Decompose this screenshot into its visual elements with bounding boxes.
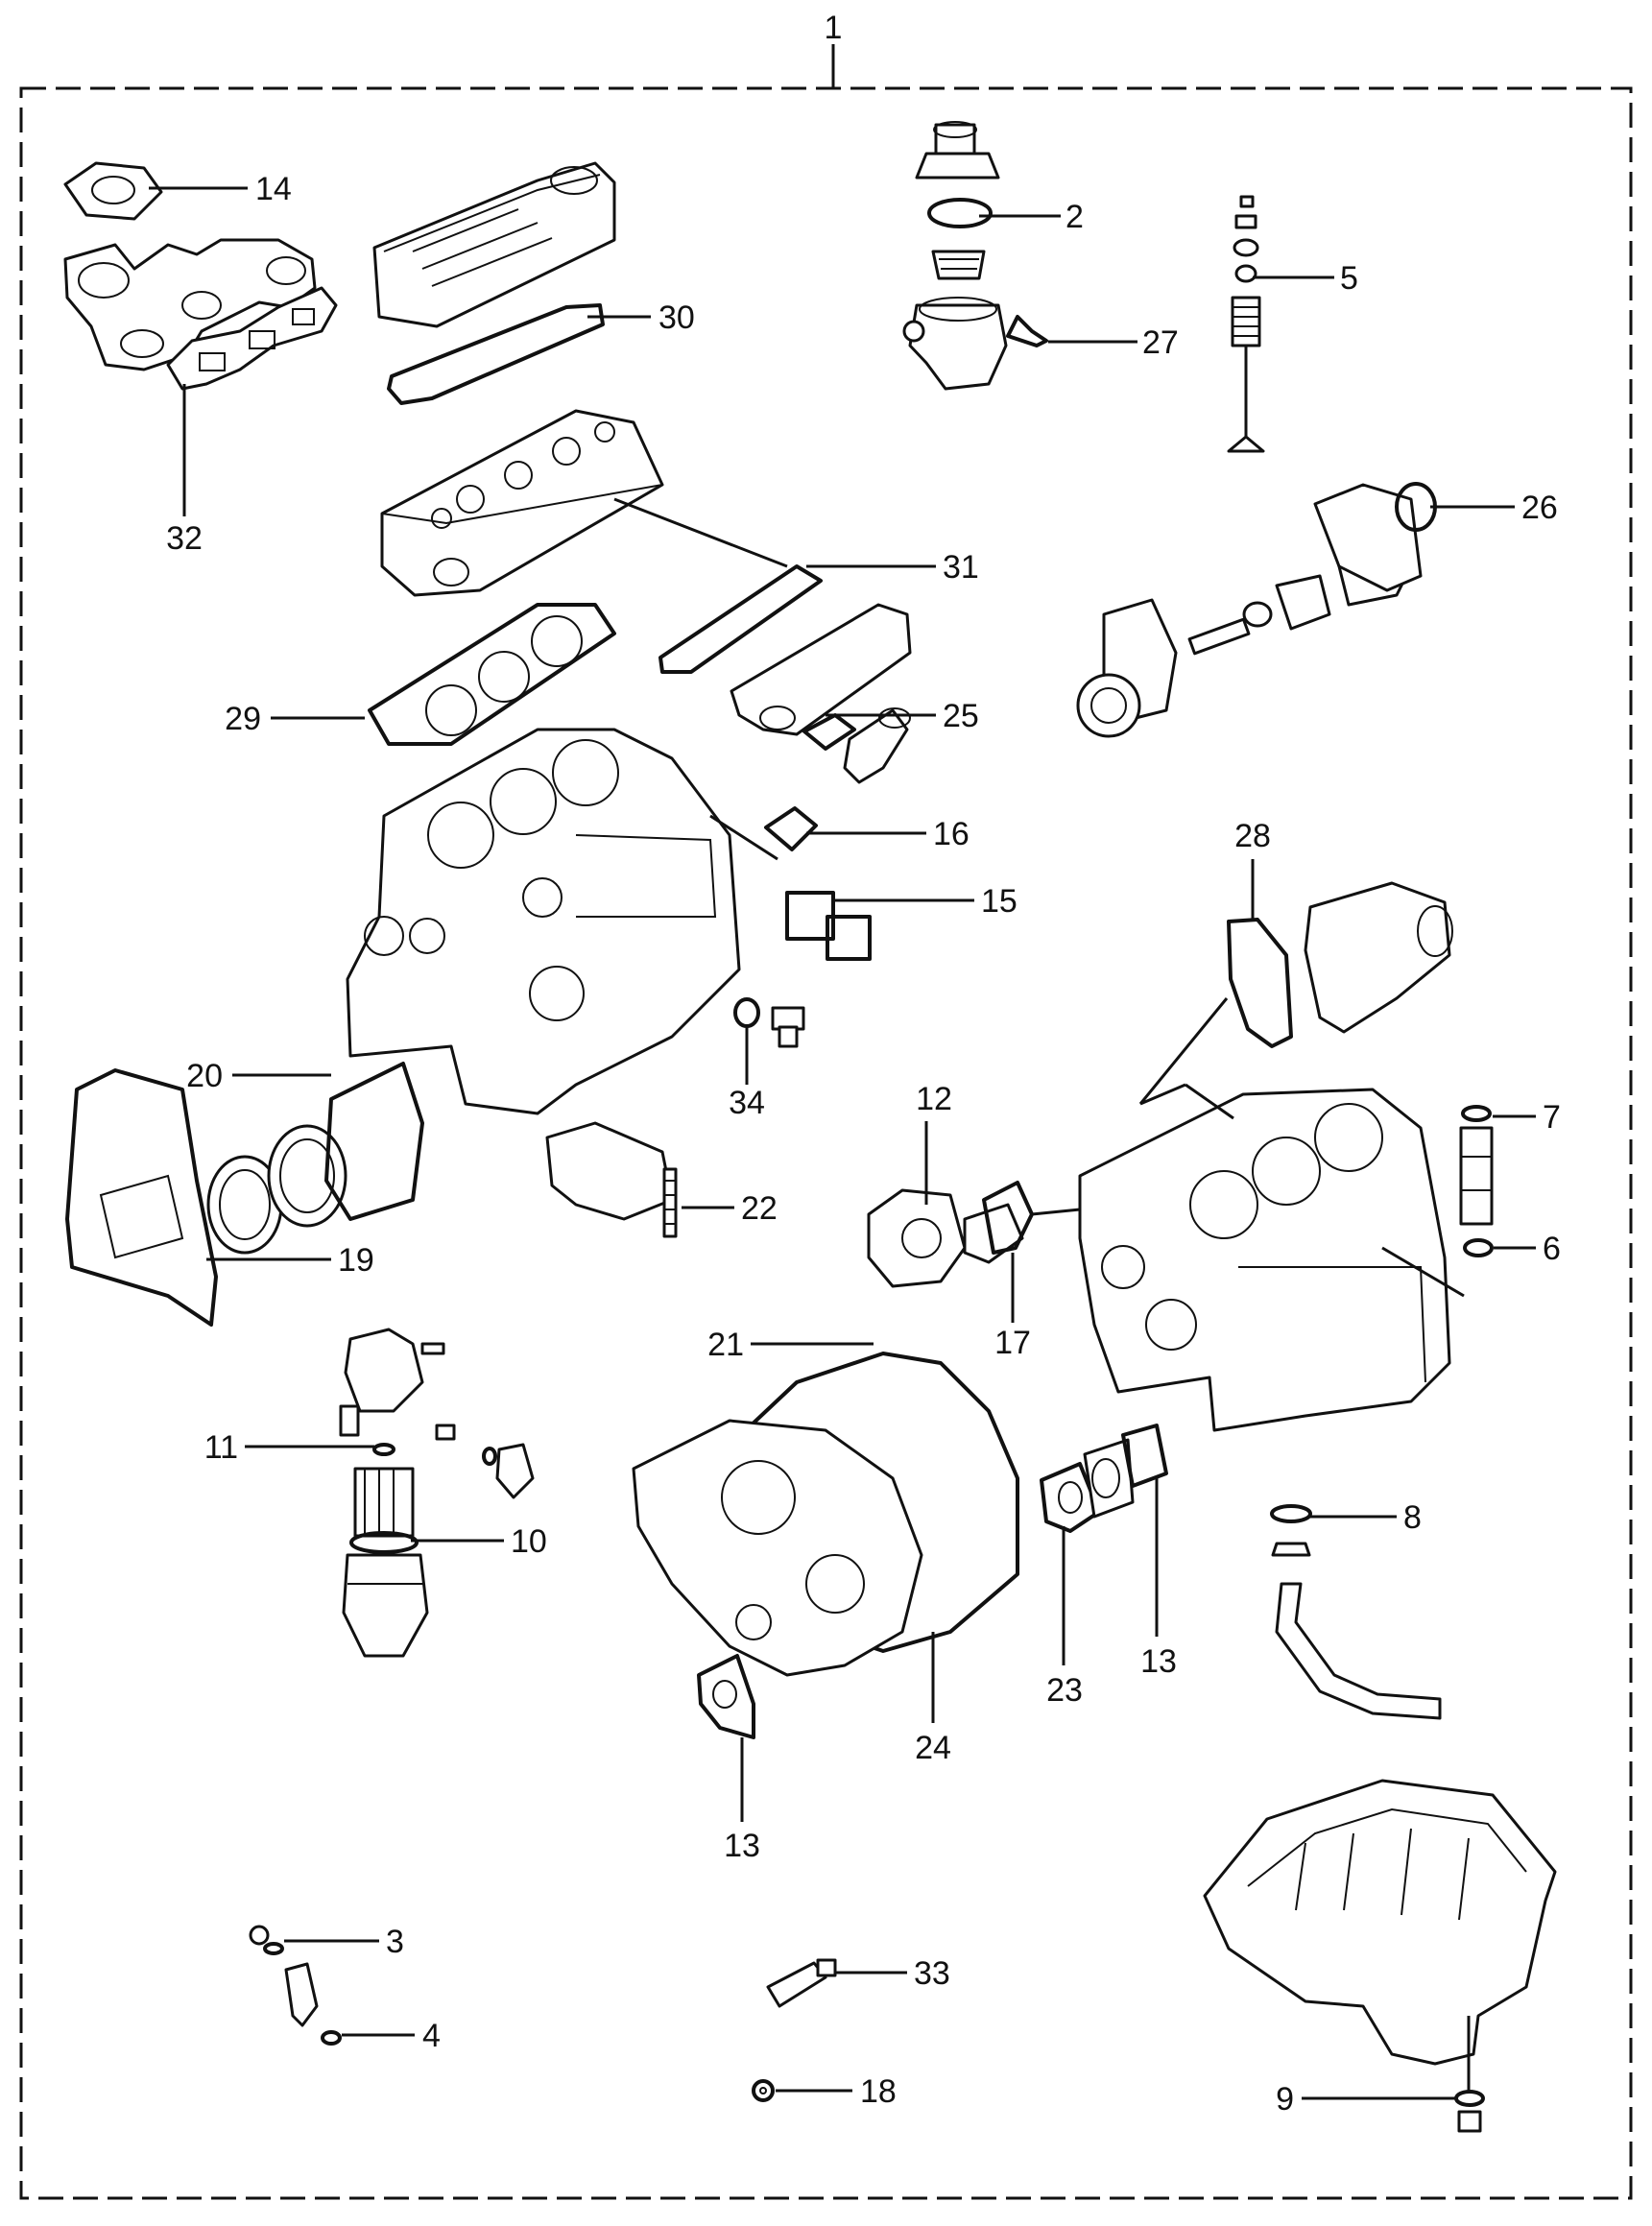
side-plate-gasket-part — [764, 806, 818, 851]
callout-20: 20 — [186, 1058, 223, 1094]
callout-16: 16 — [933, 816, 970, 852]
callout-14: 14 — [255, 171, 292, 207]
callout-1: 1 — [825, 10, 843, 46]
cylinder-head-part — [380, 409, 664, 597]
callout-24: 24 — [915, 1730, 951, 1766]
bearing-seal-part — [662, 1167, 678, 1238]
fuel-pump-part — [339, 1328, 445, 1437]
callout-13-bottom: 13 — [724, 1828, 760, 1864]
gear-cover-part — [632, 1419, 923, 1677]
callout-19: 19 — [338, 1242, 374, 1279]
thermostat-cover-part — [915, 121, 1000, 180]
oil-pan-part — [1203, 1779, 1557, 2066]
callout-28: 28 — [1234, 818, 1271, 854]
kit-boundary — [19, 44, 1633, 2200]
callout-9: 9 — [1276, 2081, 1294, 2118]
water-outlet-pipe-part — [843, 707, 911, 784]
engine-block-right-part — [1078, 1088, 1451, 1432]
thermostat-housing-part — [902, 297, 1008, 391]
rocker-cover-part — [372, 161, 616, 328]
rocker-cover-gasket-part — [387, 303, 605, 405]
oil-pan-plug-part — [1454, 2090, 1485, 2133]
callout-22: 22 — [741, 1190, 778, 1227]
callout-32: 32 — [166, 520, 203, 557]
fuel-filter-part — [342, 1467, 429, 1658]
callout-2: 2 — [1065, 199, 1084, 235]
leader-lines — [149, 186, 1536, 2100]
callout-7: 7 — [1543, 1099, 1561, 1136]
callout-17: 17 — [994, 1325, 1031, 1361]
exhaust-flange-gasket-part — [63, 161, 163, 221]
bearing-housing-part — [1083, 1438, 1135, 1519]
callout-11: 11 — [204, 1429, 238, 1466]
exhaust-manifold-gasket-part — [166, 286, 338, 391]
callout-18: 18 — [860, 2073, 897, 2110]
flywheel-housing-part — [1304, 881, 1453, 1034]
oil-pipe-part — [1275, 1582, 1442, 1720]
callout-5: 5 — [1340, 260, 1358, 297]
callout-27: 27 — [1142, 324, 1179, 361]
callout-29: 29 — [225, 701, 261, 737]
callout-3: 3 — [386, 1924, 404, 1960]
housing-gasket-part — [1227, 918, 1293, 1048]
water-pump-part — [867, 1188, 1024, 1288]
callout-25: 25 — [943, 698, 979, 734]
bearing-cap-part — [545, 1121, 674, 1221]
callout-4: 4 — [422, 2018, 441, 2054]
rear-plate-gasket-part — [65, 1068, 218, 1327]
callout-31: 31 — [943, 549, 979, 586]
callout-8: 8 — [1403, 1499, 1422, 1536]
callout-12: 12 — [916, 1081, 952, 1117]
glow-plug-part — [249, 1925, 342, 2046]
callout-26: 26 — [1521, 490, 1558, 526]
washer-part — [752, 2079, 775, 2102]
drain-plug-gasket-part — [1270, 1504, 1312, 1557]
water-pump-gasket-part — [982, 1181, 1034, 1255]
valve-assembly-part — [1227, 195, 1265, 453]
thermostat-housing-gasket-part — [1006, 315, 1048, 347]
gasket-23-part — [1040, 1462, 1101, 1533]
callout-33: 33 — [914, 1955, 950, 1992]
callout-10: 10 — [511, 1523, 547, 1560]
fuel-oring-small-part — [372, 1443, 395, 1456]
callout-6: 6 — [1543, 1231, 1561, 1267]
callout-23: 23 — [1046, 1672, 1083, 1709]
head-gasket-part — [368, 603, 616, 746]
thermostat-part — [931, 250, 986, 280]
oil-seal-part — [206, 1062, 424, 1255]
callout-30: 30 — [658, 299, 695, 336]
gasket-13-right-part — [1121, 1424, 1168, 1488]
plug-with-orings-part — [1459, 1105, 1494, 1257]
callout-34: 34 — [729, 1085, 765, 1121]
side-cover-gasket-part — [785, 891, 872, 961]
intake-manifold-gasket-part — [658, 564, 823, 674]
callout-numbers: 1 14 2 5 30 27 32 26 31 25 29 16 28 15 3… — [166, 10, 1561, 2118]
callout-21: 21 — [707, 1327, 744, 1363]
sealant-tube-part — [766, 1958, 837, 2008]
fuel-connector-part — [435, 1424, 535, 1499]
thermostat-cover-gasket-part — [927, 198, 993, 228]
gasket-13-bottom-part — [697, 1654, 755, 1739]
callout-13-right: 13 — [1140, 1643, 1177, 1680]
oil-pressure-switch-part — [733, 997, 805, 1048]
water-outlet-gasket-part — [802, 713, 856, 751]
engine-block-left-part — [346, 728, 741, 1115]
water-pump-upper-part — [1076, 483, 1423, 738]
callout-15: 15 — [981, 883, 1018, 920]
intake-manifold-part — [730, 603, 912, 736]
